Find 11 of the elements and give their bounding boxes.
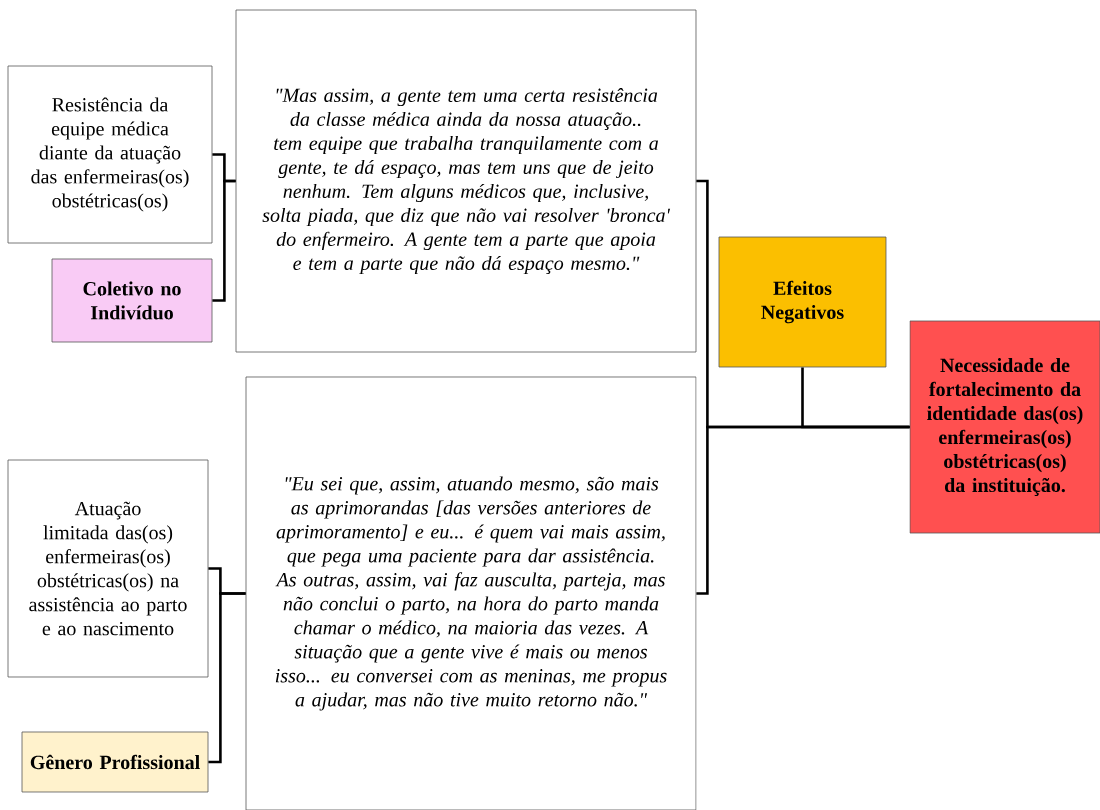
category-box: Atuação limitada das(os) enfermeiras(os) obstétricas(os) na assistência ao parto e ao nascimento	[7, 459, 209, 678]
theme-box: Gênero Profissional	[21, 731, 209, 793]
category-box: Resistência da equipe médica diante da atuação das enfermeiras(os) obstétricas(os)	[7, 65, 213, 244]
theme-box: Coletivo no Indivíduo	[51, 258, 213, 343]
outcome-box: Necessidade de fortalecimento da identidade das(os) enfermeiras(os) obstétricas(os) da instituição.	[909, 320, 1100, 534]
quote-box: "Mas assim, a gente tem uma certa resistência da classe médica ainda da nossa atuação.. tem equipe que trabalha tranquilamente com a gente, te dá espaço, mas tem uns que de jeito nenhum. Tem alguns médicos que, inclusive, solta piada, que diz que não vai resolver 'bronca' do enfermeiro. A gente tem a parte que apoia e tem a parte que não dá espaço mesmo."	[235, 9, 697, 353]
effect-box: Efeitos Negativos	[718, 236, 887, 368]
connector-line	[212, 179, 236, 302]
quote-box: "Eu sei que, assim, atuando mesmo, são mais as aprimorandas [das versões anteriores de aprimoramento] e eu... é quem vai mais assim, que pega uma paciente para dar assistência. As outras, assim, vai faz ausculta, parteja, mas não conclui o parto, na hora do parto manda chamar o médico, na maioria das vezes. A situação que a gente vive é mais ou menos isso... eu conversei com as meninas, me propus a ajudar, mas não tive muito retorno não."	[245, 376, 697, 810]
connector-line	[208, 592, 246, 764]
connector-line	[801, 367, 910, 429]
